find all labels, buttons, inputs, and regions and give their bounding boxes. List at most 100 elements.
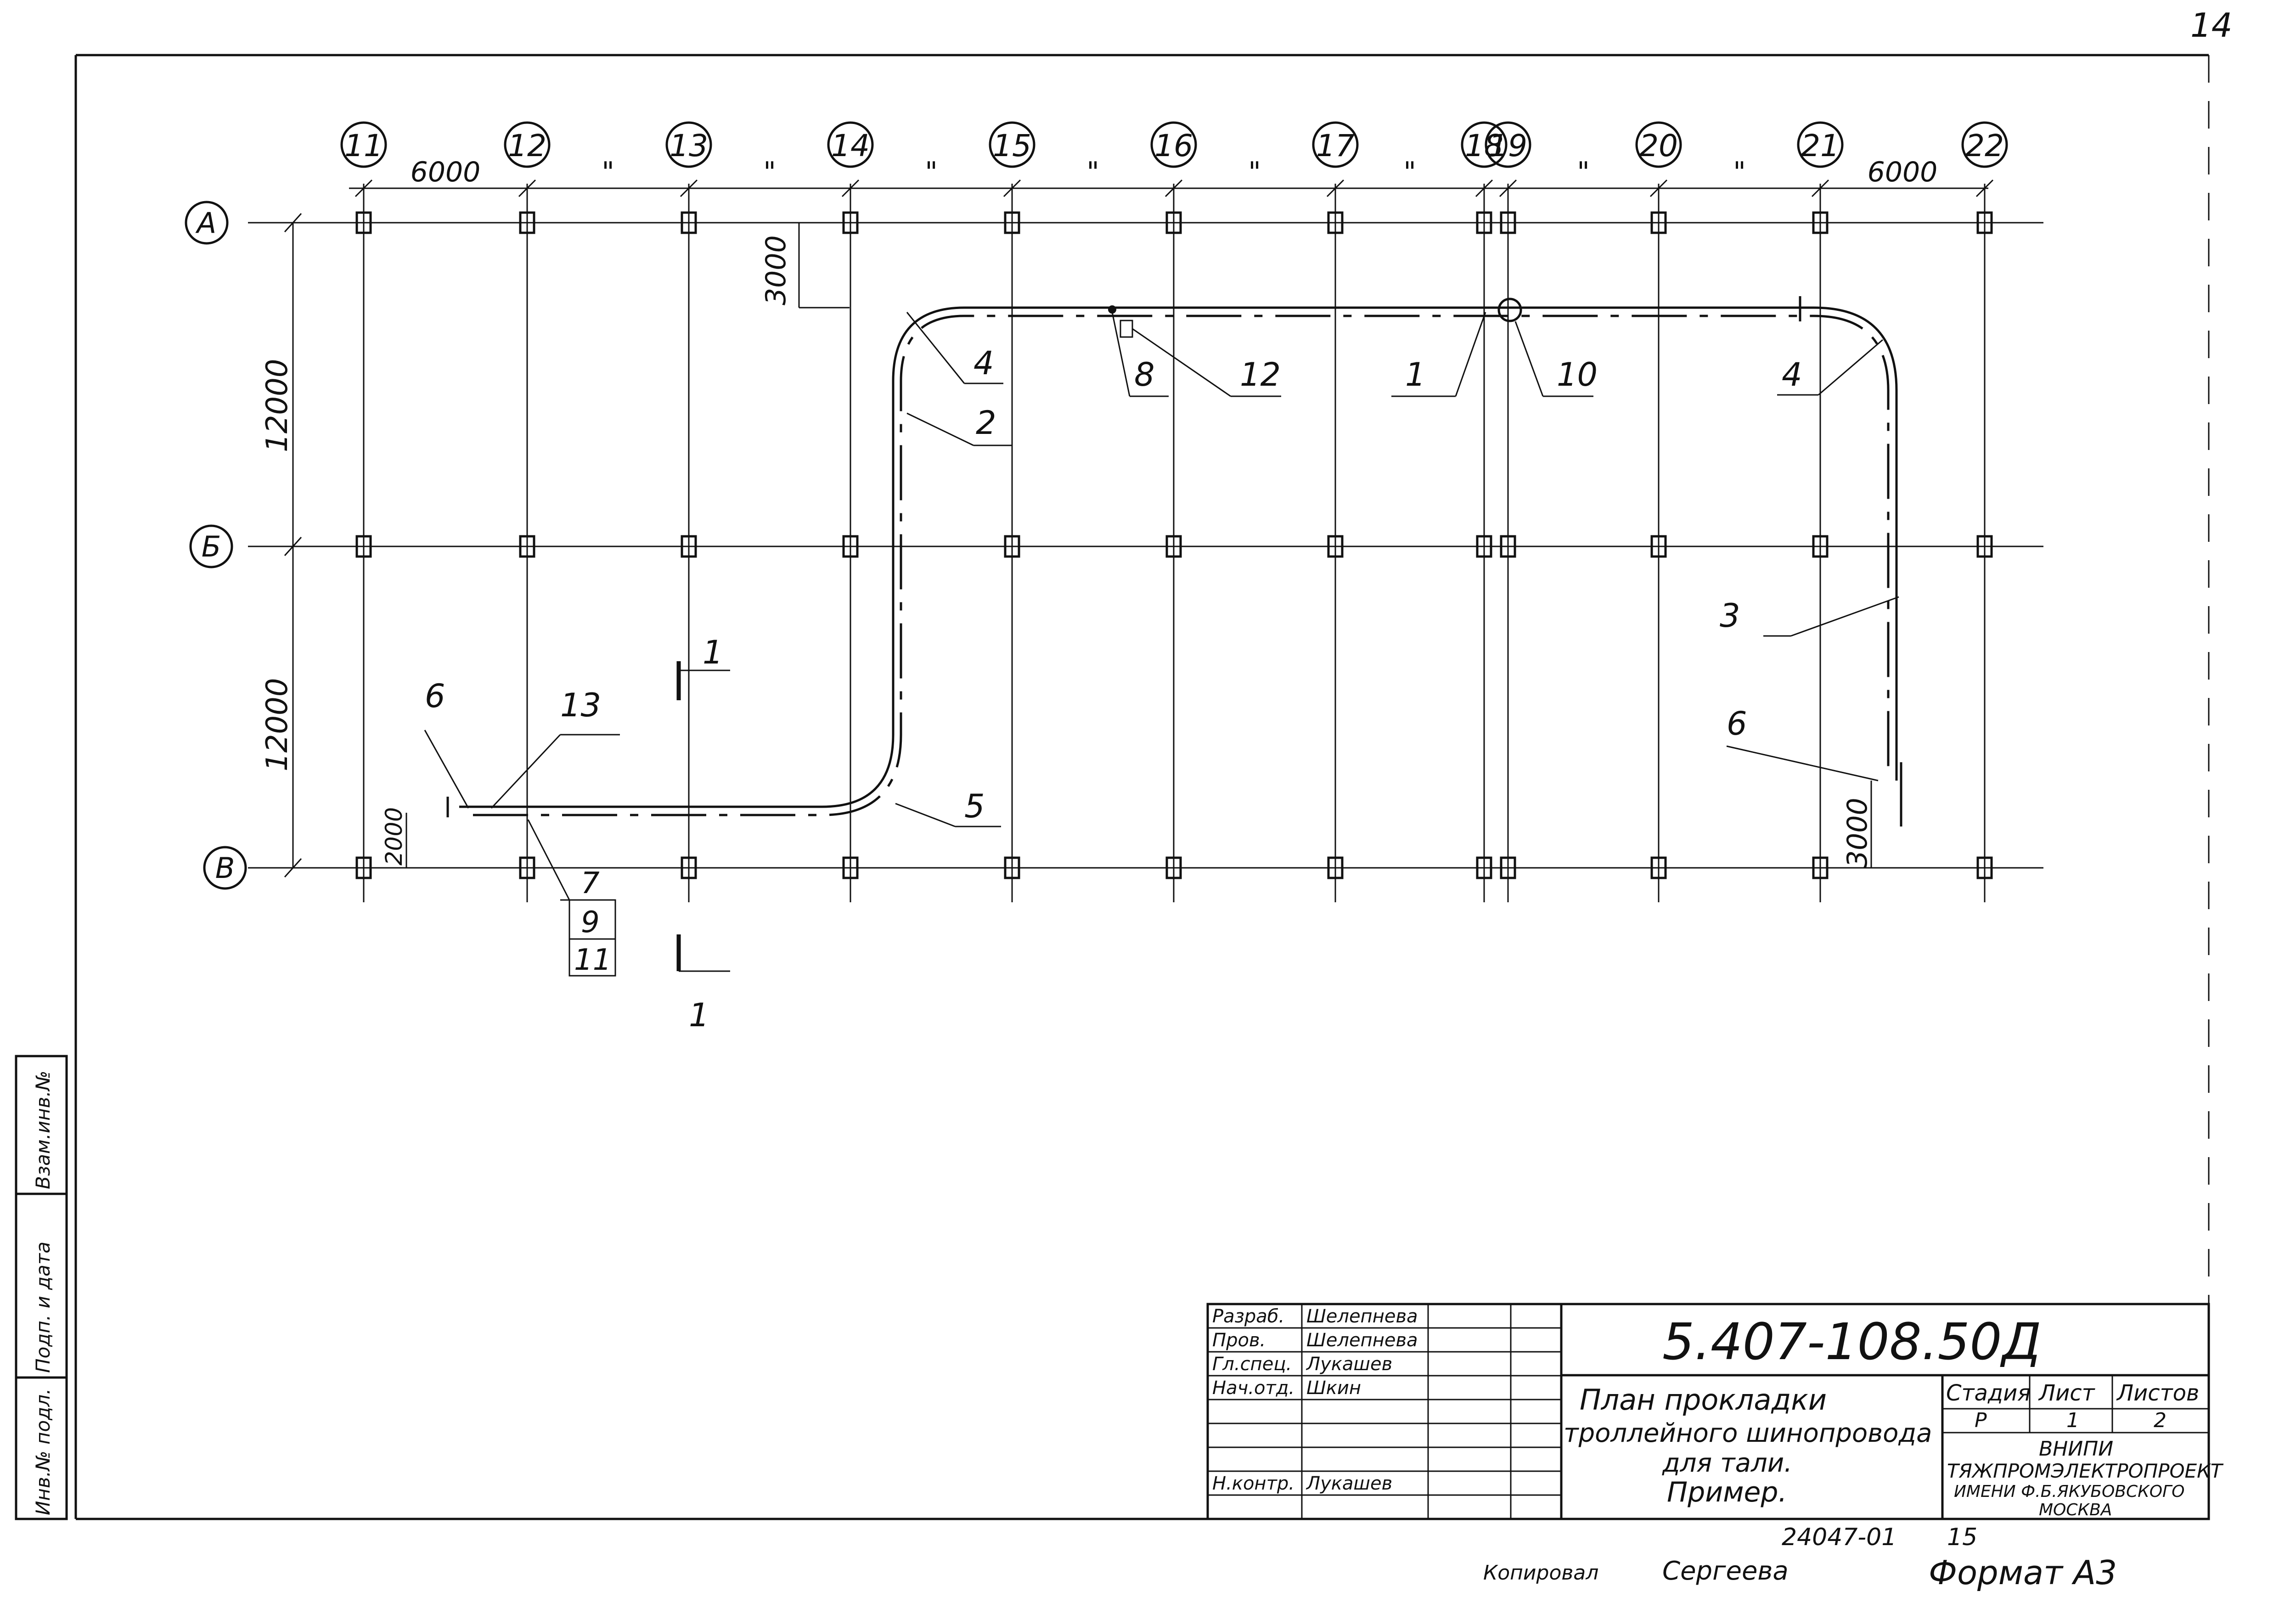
column-axis-bubble: [1485, 121, 1531, 168]
row-axis-label: Б: [202, 530, 221, 563]
dim-offset-bottom-left: 2000: [381, 807, 407, 868]
building-column: [519, 535, 535, 558]
building-column: [1500, 856, 1516, 879]
column-axis-bubble: [665, 121, 712, 168]
sheet-frame: [74, 54, 2210, 1520]
dimension-tick: [1975, 179, 1994, 197]
section-mark-bottom: 1: [689, 996, 709, 1034]
callout-leaders: [424, 312, 1899, 977]
building-column: [1476, 856, 1492, 879]
building-column: [355, 211, 372, 234]
column-axis-bubble: [989, 121, 1035, 168]
row-axis-bubble: [189, 524, 233, 568]
footer-number: 15: [1947, 1524, 1977, 1551]
title-line-3: для тали.: [1662, 1448, 1792, 1478]
stage-header: Стадия: [1946, 1380, 2031, 1406]
building-column: [842, 211, 859, 234]
org-line-1: ВНИПИ: [2039, 1437, 2113, 1461]
title-block: Разраб.ШелепневаПров.ШелепневаГл.спец.Лу…: [1206, 1303, 2224, 1520]
dimension-tick: [518, 179, 536, 197]
building-column: [1165, 211, 1182, 234]
org-line-3: ИМЕНИ Ф.Б.ЯКУБОВСКОГО: [1954, 1482, 2184, 1501]
section-mark-top: 1: [703, 634, 723, 671]
column-axis-label: 11: [344, 128, 383, 163]
callout-1: 1: [1405, 356, 1426, 394]
building-columns: [355, 211, 1993, 879]
callout-8: 8: [1134, 356, 1155, 394]
dim-left-span-1: 12000: [260, 359, 294, 452]
title-block-role: Гл.спец.: [1212, 1354, 1292, 1375]
dimension-tick: [1499, 179, 1517, 197]
column-axis-label: 19: [1489, 128, 1527, 163]
dimension-tick: [1326, 179, 1345, 197]
dimension-label: ": [1086, 156, 1099, 188]
axis-grid: [248, 184, 2043, 902]
left-stamp: Инв.№ подл. Подп. и дата Взам.инв.№: [15, 1055, 68, 1520]
building-column: [842, 535, 859, 558]
title-block-role: Разраб.: [1212, 1306, 1284, 1327]
dimension-label: 6000: [1868, 156, 1938, 188]
section-marks: 1 1: [676, 634, 730, 1034]
stamp-sign-date: Подп. и дата: [32, 1242, 54, 1373]
dimension-label: ": [602, 156, 614, 188]
column-axis-label: 21: [1801, 128, 1840, 163]
title-block-role: Нач.отд.: [1212, 1378, 1294, 1399]
stamp-inv-no: Инв.№ подл.: [32, 1389, 54, 1515]
column-axis-bubble: [1312, 121, 1359, 168]
callout-12: 12: [1240, 356, 1281, 394]
building-column: [355, 856, 372, 879]
dimension-label: ": [1733, 156, 1746, 188]
building-column: [1004, 535, 1020, 558]
callout-4-left: 4: [974, 344, 994, 382]
dimension-tick: [1475, 179, 1493, 197]
title-line-4: Пример.: [1667, 1476, 1787, 1508]
column-axis-label: 13: [670, 128, 708, 163]
title-block-name: Шелепнева: [1306, 1330, 1418, 1351]
dim-offset-right-value: 3000: [1841, 798, 1874, 868]
title-block-name: Лукашев: [1306, 1354, 1392, 1375]
title-block-role: Пров.: [1212, 1330, 1266, 1351]
footer-format: Формат А3: [1929, 1553, 2117, 1592]
dim-offset-bottom-left-value: 2000: [381, 807, 407, 866]
sheet-value: 1: [2066, 1409, 2079, 1432]
building-column: [355, 535, 372, 558]
building-column: [681, 856, 697, 879]
title-block-role: Н.контр.: [1212, 1473, 1294, 1494]
stage-value: Р: [1975, 1409, 1987, 1432]
doc-designation: 5.407-108.50Д: [1662, 1312, 2041, 1371]
row-axis-labels: АБВ: [185, 201, 247, 890]
dimension-label: ": [763, 156, 776, 188]
building-column: [1004, 211, 1020, 234]
dimension-tick: [1811, 179, 1829, 197]
building-column: [1812, 535, 1829, 558]
building-column: [1650, 535, 1667, 558]
column-axis-bubble: [504, 121, 551, 168]
column-axis-label: 12: [508, 128, 546, 163]
building-column: [1812, 856, 1829, 879]
footer-copied: Копировал: [1483, 1561, 1598, 1585]
left-dimension-line: 12000 12000: [260, 213, 302, 878]
row-axis-bubble: [203, 846, 247, 890]
building-column: [1165, 535, 1182, 558]
building-column: [1327, 211, 1344, 234]
column-axis-label: 14: [831, 128, 870, 163]
dimension-tick: [355, 179, 373, 197]
dimension-label: 6000: [411, 156, 481, 188]
stamp-replace-inv: Взам.инв.№: [32, 1071, 54, 1189]
title-block-name: Лукашев: [1306, 1473, 1392, 1494]
footer: 24047-01 15 Копировал Сергеева Формат А3: [1483, 1524, 2117, 1592]
dimension-tick: [1649, 179, 1668, 197]
column-axis-label: 22: [1965, 128, 2004, 163]
callout-13: 13: [560, 686, 601, 724]
dimension-label: ": [1403, 156, 1416, 188]
column-axis-label: 17: [1316, 128, 1355, 163]
dimension-tick: [841, 179, 860, 197]
building-column: [681, 211, 697, 234]
dimension-tick: [680, 179, 698, 197]
callout-9: 9: [581, 905, 600, 939]
building-column: [1500, 535, 1516, 558]
callout-6-left: 6: [425, 677, 445, 715]
sheet-header: Лист: [2038, 1380, 2096, 1406]
column-axis-bubble: [1461, 121, 1508, 168]
